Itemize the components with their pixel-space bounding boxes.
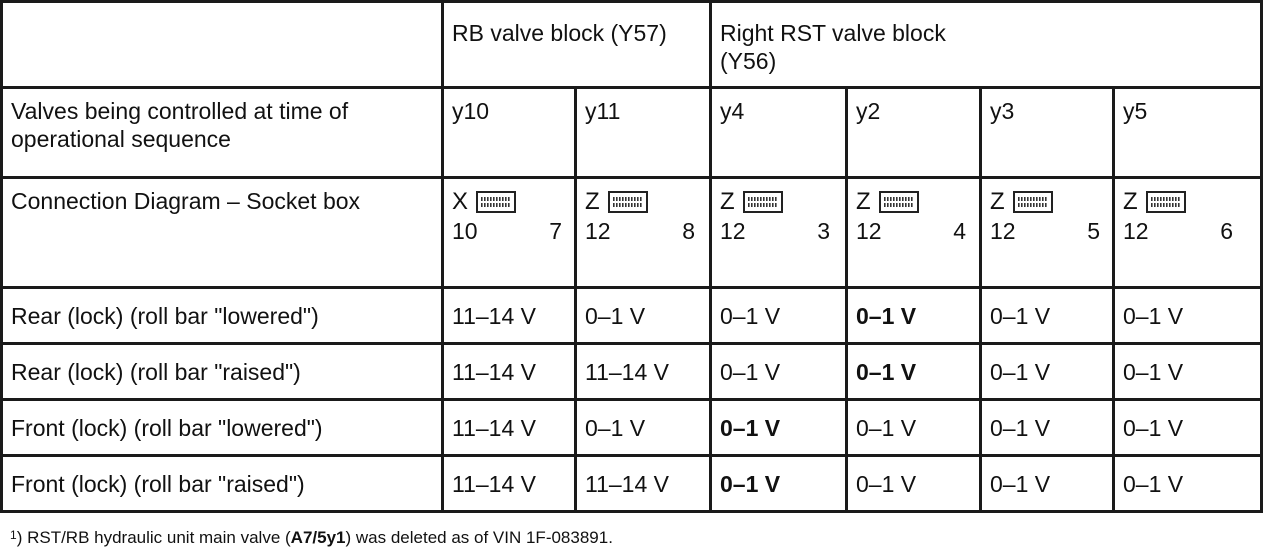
connection-cell: Z 12 8	[574, 176, 712, 289]
header-rst-valve-block: Right RST valve block (Y56)	[708, 0, 1264, 89]
footnote: 1) RST/RB hydraulic unit main valve (A7/…	[10, 527, 613, 549]
connection-socket-line: Z	[720, 187, 844, 217]
voltage-cell: 11–14 V	[441, 342, 577, 401]
voltage-cell: 0–1 V	[574, 398, 712, 457]
socket-pin-left: 12	[856, 218, 882, 244]
socket-box-letter: X	[452, 188, 469, 215]
socket-box-icon	[742, 191, 783, 213]
socket-box-letter: Z	[585, 188, 600, 215]
socket-pin-numbers: 12 3	[720, 217, 834, 245]
socket-pin-right: 7	[549, 218, 562, 244]
connection-socket-line: X	[452, 187, 573, 217]
voltage-cell: 0–1 V	[845, 398, 982, 457]
valve-cell: y10	[441, 86, 577, 179]
voltage-cell: 11–14 V	[574, 342, 712, 401]
socket-pin-right: 3	[817, 218, 830, 244]
connection-socket-line: Z	[990, 187, 1111, 217]
voltage-cell: 0–1 V	[845, 454, 982, 513]
connection-cell: X 10 7	[441, 176, 577, 289]
footnote-marker: 1	[10, 528, 17, 542]
row-label: Front (lock) (roll bar "raised")	[0, 454, 444, 513]
connection-socket-line: Z	[1123, 187, 1259, 217]
voltage-cell: 0–1 V	[709, 398, 848, 457]
voltage-cell: 0–1 V	[1111, 454, 1264, 513]
socket-pin-right: 4	[953, 218, 966, 244]
voltage-cell: 0–1 V	[709, 342, 848, 401]
connection-cell: Z 12 5	[979, 176, 1115, 289]
connection-row-label: Connection Diagram – Socket box	[0, 176, 444, 289]
socket-pin-left: 12	[990, 218, 1016, 244]
row-label: Rear (lock) (roll bar "raised")	[0, 342, 444, 401]
header-row: RB valve block (Y57) Right RST valve blo…	[0, 0, 1264, 89]
socket-box-icon	[1145, 191, 1186, 213]
socket-pin-numbers: 12 6	[1123, 217, 1237, 245]
socket-box-icon	[476, 191, 517, 213]
connection-cell: Z 12 6	[1111, 176, 1264, 289]
socket-pin-left: 10	[452, 218, 478, 244]
voltage-cell: 0–1 V	[1111, 398, 1264, 457]
footnote-text-after: ) was deleted as of VIN 1F-083891.	[345, 528, 613, 547]
voltage-cell: 0–1 V	[1111, 342, 1264, 401]
socket-pin-left: 12	[585, 218, 611, 244]
socket-pin-left: 12	[720, 218, 746, 244]
socket-pin-numbers: 12 5	[990, 217, 1104, 245]
socket-pin-left: 12	[1123, 218, 1149, 244]
valve-control-table: RB valve block (Y57) Right RST valve blo…	[0, 0, 1264, 513]
voltage-cell: 0–1 V	[979, 454, 1115, 513]
voltage-cell: 11–14 V	[441, 398, 577, 457]
voltage-cell: 0–1 V	[1111, 286, 1264, 345]
voltage-cell: 0–1 V	[845, 342, 982, 401]
connection-socket-line: Z	[585, 187, 708, 217]
socket-pin-right: 5	[1087, 218, 1100, 244]
valves-row-label: Valves being controlled at time of opera…	[0, 86, 444, 179]
voltage-cell: 0–1 V	[979, 286, 1115, 345]
voltage-cell: 0–1 V	[979, 342, 1115, 401]
voltage-cell: 11–14 V	[574, 454, 712, 513]
socket-box-letter: Z	[990, 188, 1005, 215]
voltage-cell: 0–1 V	[845, 286, 982, 345]
valve-cell: y3	[979, 86, 1115, 179]
socket-box-icon	[878, 191, 919, 213]
voltage-cell: 0–1 V	[574, 286, 712, 345]
socket-box-letter: Z	[856, 188, 871, 215]
voltage-cell: 11–14 V	[441, 454, 577, 513]
valve-cell: y4	[709, 86, 848, 179]
socket-pin-right: 6	[1220, 218, 1233, 244]
valve-cell: y2	[845, 86, 982, 179]
valve-cell: y11	[574, 86, 712, 179]
socket-box-letter: Z	[720, 188, 735, 215]
socket-box-icon	[607, 191, 648, 213]
connection-cell: Z 12 3	[709, 176, 848, 289]
socket-box-icon	[1012, 191, 1053, 213]
valves-row: Valves being controlled at time of opera…	[0, 86, 1264, 179]
socket-pin-numbers: 12 8	[585, 217, 699, 245]
socket-pin-numbers: 10 7	[452, 217, 566, 245]
voltage-cell: 0–1 V	[979, 398, 1115, 457]
row-label: Rear (lock) (roll bar "lowered")	[0, 286, 444, 345]
connection-socket-line: Z	[856, 187, 978, 217]
header-rb-valve-block: RB valve block (Y57)	[441, 0, 712, 89]
footnote-part-number: A7/5y1	[290, 528, 346, 547]
table-row: Front (lock) (roll bar "lowered")11–14 V…	[0, 398, 1264, 457]
voltage-cell: 0–1 V	[709, 286, 848, 345]
header-corner-cell	[0, 0, 444, 89]
valve-cell: y5	[1111, 86, 1264, 179]
voltage-cell: 11–14 V	[441, 286, 577, 345]
connection-cell: Z 12 4	[845, 176, 982, 289]
socket-pin-numbers: 12 4	[856, 217, 970, 245]
socket-box-letter: Z	[1123, 188, 1138, 215]
voltage-cell: 0–1 V	[709, 454, 848, 513]
footnote-text-before: ) RST/RB hydraulic unit main valve (	[16, 528, 291, 547]
socket-pin-right: 8	[682, 218, 695, 244]
row-label: Front (lock) (roll bar "lowered")	[0, 398, 444, 457]
